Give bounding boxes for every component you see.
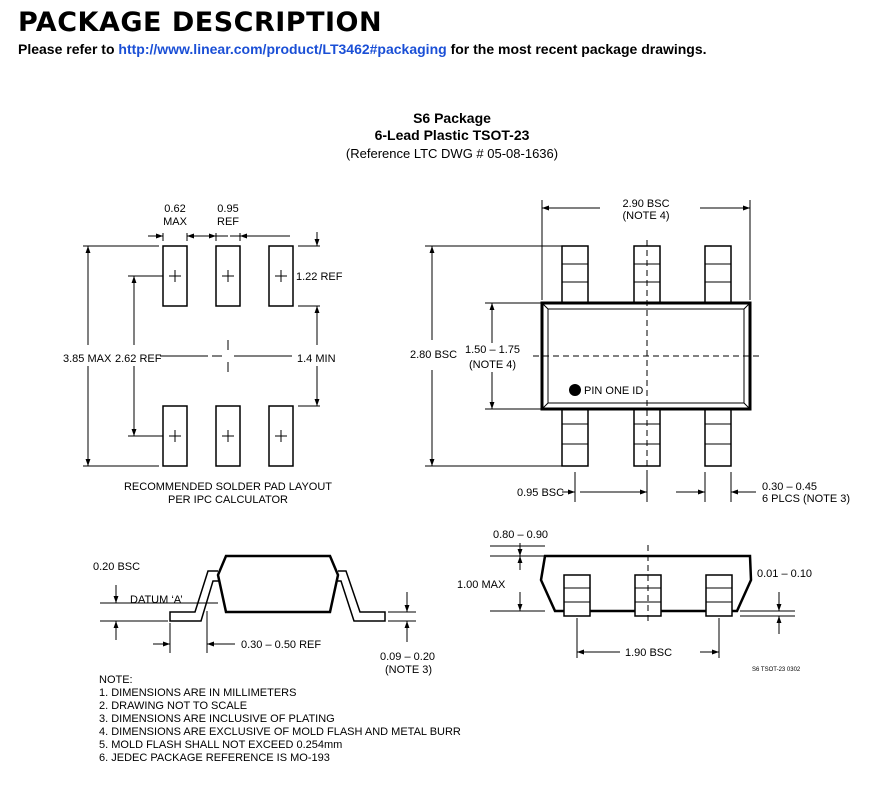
dim-lead-width-value: 0.30 – 0.45 xyxy=(762,481,817,493)
note-item: 6. JEDEC PACKAGE REFERENCE IS MO-193 xyxy=(99,752,330,764)
dim-lead-pitch: 0.95 BSC xyxy=(517,487,564,499)
package-body-side xyxy=(216,554,340,614)
dim-height: 2.80 BSC xyxy=(410,349,457,361)
dim-standoff-side: 0.20 BSC xyxy=(93,561,140,573)
dim-end-top: 0.80 – 0.90 xyxy=(493,529,548,541)
dim-pitch-value: 0.95 xyxy=(217,203,238,215)
pad-layout-caption-line1: RECOMMENDED SOLDER PAD LAYOUT xyxy=(124,481,332,493)
solder-pad-layout: 0.62 MAX 0.95 REF 1.22 REF 1.4 MIN 3.85 … xyxy=(63,203,343,506)
dim-lead-thickness-note: (NOTE 3) xyxy=(385,664,432,676)
note-item: 1. DIMENSIONS ARE IN MILLIMETERS xyxy=(99,687,296,699)
pin-one-label: PIN ONE ID xyxy=(584,385,643,397)
dim-pad-span: 2.62 REF xyxy=(115,353,162,365)
package-drawings-link[interactable]: http://www.linear.com/product/LT3462#pac… xyxy=(118,41,447,57)
notes-heading: NOTE: xyxy=(99,674,133,686)
notes: NOTE: 1. DIMENSIONS ARE IN MILLIMETERS 2… xyxy=(99,674,461,764)
page-title: PACKAGE DESCRIPTION xyxy=(18,7,383,38)
note-item: 3. DIMENSIONS ARE INCLUSIVE OF PLATING xyxy=(99,713,335,725)
dim-body-note: (NOTE 4) xyxy=(469,359,516,371)
note-item: 5. MOLD FLASH SHALL NOT EXCEED 0.254mm xyxy=(99,739,342,751)
dim-lead-thickness: 0.09 – 0.20 xyxy=(380,651,435,663)
package-description: 6-Lead Plastic TSOT-23 xyxy=(375,127,530,143)
drawing-code: S6 TSOT-23 0302 xyxy=(752,667,801,673)
dim-lead-width-note: 6 PLCS (NOTE 3) xyxy=(762,493,850,505)
note-item: 4. DIMENSIONS ARE EXCLUSIVE OF MOLD FLAS… xyxy=(99,726,461,738)
dim-width-note: (NOTE 4) xyxy=(622,210,669,222)
datum-label: DATUM ‘A’ xyxy=(130,594,183,606)
refer-suffix: for the most recent package drawings. xyxy=(446,41,707,57)
dim-end-standoff: 0.01 – 0.10 xyxy=(757,568,812,580)
pin-one-dot-icon xyxy=(569,384,581,396)
pad-4 xyxy=(162,405,188,467)
pad-layout-caption-line2: PER IPC CALCULATOR xyxy=(168,494,288,506)
dim-pitch-qualifier: REF xyxy=(217,216,239,228)
top-view: PIN ONE ID 2.90 BSC (NOTE 4) 2.80 BSC 1.… xyxy=(410,198,850,505)
refer-prefix: Please refer to xyxy=(18,41,119,57)
dim-pad-width-value: 0.62 xyxy=(164,203,185,215)
package-name: S6 Package xyxy=(413,110,491,126)
dim-gap: 1.4 MIN xyxy=(297,353,336,365)
dim-end-span: 1.90 BSC xyxy=(625,647,672,659)
end-view: 0.80 – 0.90 1.00 MAX 0.01 – 0.10 1.90 BS… xyxy=(457,529,812,673)
dim-end-height: 1.00 MAX xyxy=(457,579,506,591)
side-view: 0.20 BSC DATUM ‘A’ 0.30 – 0.50 REF 0.09 … xyxy=(93,554,435,676)
dim-pad-length: 1.22 REF xyxy=(296,271,343,283)
dim-width-value: 2.90 BSC xyxy=(622,198,669,210)
dim-body-value: 1.50 – 1.75 xyxy=(465,344,520,356)
dim-foot-length: 0.30 – 0.50 REF xyxy=(241,639,321,651)
package-reference: (Reference LTC DWG # 05-08-1636) xyxy=(346,146,558,161)
dim-pad-width-qualifier: MAX xyxy=(163,216,188,228)
refer-line: Please refer to http://www.linear.com/pr… xyxy=(18,40,707,58)
dim-overall: 3.85 MAX xyxy=(63,353,112,365)
note-item: 2. DRAWING NOT TO SCALE xyxy=(99,700,247,712)
